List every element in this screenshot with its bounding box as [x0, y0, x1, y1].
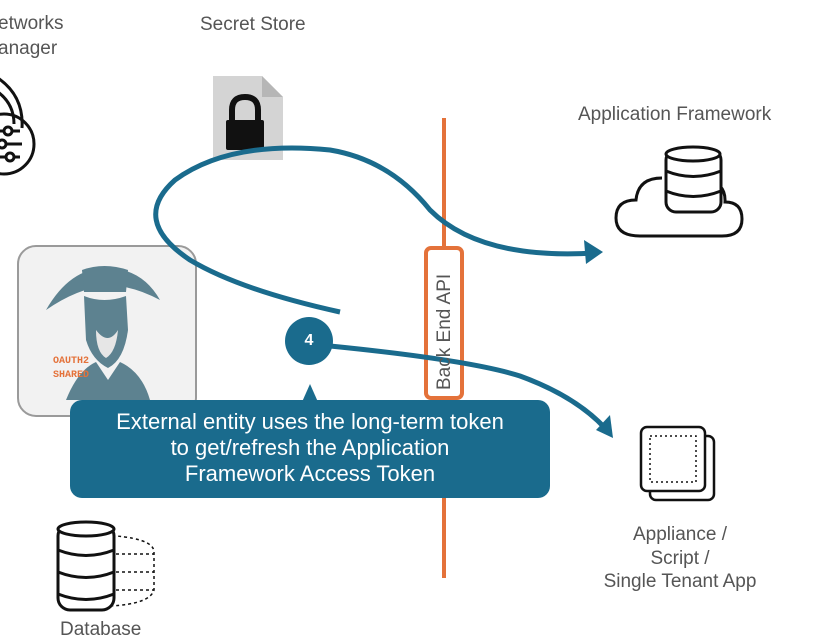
- secret-store-icon: [213, 76, 283, 160]
- application-framework-icon: [614, 145, 744, 238]
- networks-manager-label-line1: etworks: [0, 13, 64, 34]
- arrowhead-application-framework: [584, 240, 603, 264]
- secret-store-label: Secret Store: [200, 14, 306, 35]
- callout-line-1: External entity uses the long-term token: [116, 409, 504, 434]
- oauth2-shared-badge: [17, 245, 197, 417]
- appliance-label-line2: Script /: [650, 548, 710, 569]
- cowboy-figure-icon: [46, 266, 160, 400]
- appliance-label-line1: Appliance /: [632, 524, 727, 545]
- appliance-label-line3: Single Tenant App: [603, 571, 757, 592]
- oauth2-badge-line1: OAUTH2: [53, 356, 90, 367]
- flow-to-application-framework: [153, 145, 596, 315]
- back-end-api-label: Back End API: [434, 273, 455, 390]
- arrowhead-appliance: [596, 415, 613, 438]
- application-framework-label: Application Framework: [578, 104, 772, 125]
- callout-pointer: [302, 384, 318, 402]
- networks-manager-icon: [0, 77, 36, 176]
- appliance-icon: [639, 425, 716, 502]
- flow-to-appliance: [329, 343, 607, 430]
- step-4-marker: 4: [285, 317, 333, 365]
- oauth2-badge-line2: SHARED: [53, 370, 90, 381]
- networks-manager-label-line2: anager: [0, 38, 58, 59]
- database-icon: [56, 520, 155, 612]
- description-callout: External entity uses the long-term token…: [70, 400, 550, 498]
- database-label: Database: [60, 619, 142, 640]
- callout-line-3: Framework Access Token: [184, 461, 436, 486]
- callout-line-2: to get/refresh the Application: [170, 435, 450, 460]
